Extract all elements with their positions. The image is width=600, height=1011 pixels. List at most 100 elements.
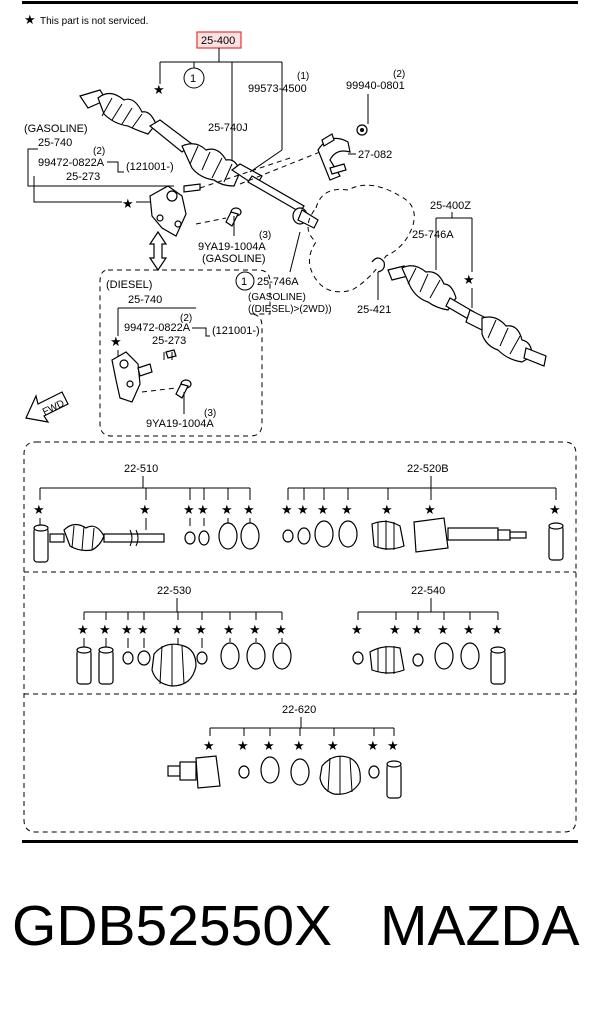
circle-1-number: 1 (190, 73, 196, 85)
center-joint-note2: ((DIESEL)>(2WD)) (248, 304, 332, 315)
gasoline-serial: (121001-) (126, 161, 174, 173)
dash-leader (141, 387, 177, 393)
double-arrow-icon (148, 230, 168, 272)
star-icon: ★ (411, 623, 423, 638)
gasoline-bracket-line (27, 148, 38, 187)
star-icon: ★ (171, 623, 183, 638)
bottom-border (22, 840, 578, 843)
circle-1-icon (235, 271, 255, 291)
top-border (22, 1, 578, 4)
diesel-washer-icon (175, 379, 192, 399)
star-icon: ★ (223, 623, 235, 638)
diesel-bearing-leader (163, 352, 173, 360)
kit-22-620-parts-icon (167, 755, 402, 799)
legend-star-icon: ★ (24, 13, 36, 28)
legend-text: This part is not serviced. (40, 16, 148, 27)
star-icon: ★ (195, 623, 207, 638)
dash-leader (199, 157, 291, 189)
diesel-serial: (121001-) (212, 325, 260, 337)
bracket-icon (317, 133, 351, 181)
circle-1-icon (183, 67, 205, 89)
diesel-bolt-label[interactable]: 99472-0822A (124, 322, 191, 334)
gasoline-bolt-label[interactable]: 99472-0822A (38, 157, 105, 169)
center-joint-label[interactable]: 25-746A (257, 276, 299, 288)
star-icon: ★ (139, 503, 151, 518)
diesel-shaft-label[interactable]: 25-740 (128, 294, 162, 306)
gasoline-group-title: (GASOLINE) (24, 123, 88, 135)
kit-22-520b-parts-icon (282, 517, 564, 561)
bracket-label[interactable]: 27-082 (358, 149, 392, 161)
joint-left-label[interactable]: 25-740J (208, 122, 248, 134)
star-icon: ★ (77, 623, 89, 638)
star-icon: ★ (121, 623, 133, 638)
star-icon: ★ (33, 503, 45, 518)
star-icon: ★ (367, 739, 379, 754)
star-icon: ★ (387, 739, 399, 754)
star-icon: ★ (153, 83, 165, 98)
kit-22-530-leaders (83, 598, 283, 620)
kit-22-510-stars: ★ ★ ★ ★ ★ ★ (33, 503, 255, 518)
kit-22-540-stars: ★ ★ ★ ★ ★ ★ (351, 623, 503, 638)
part-number: GDB52550X (12, 894, 333, 958)
star-icon: ★ (463, 273, 475, 288)
star-icon: ★ (437, 623, 449, 638)
gasoline-bearing-label[interactable]: 25-273 (66, 171, 100, 183)
clip-label[interactable]: 25-421 (357, 304, 391, 316)
fwd-arrow-icon: FWD (25, 391, 69, 423)
transmission-housing-icon (307, 184, 415, 293)
gasoline-bolt-leader (107, 161, 124, 173)
kit-22-520b-stars: ★ ★ ★ ★ ★ ★ ★ (281, 503, 561, 518)
star-icon: ★ (243, 503, 255, 518)
kit-22-540-leaders (357, 598, 499, 620)
right-assembly-label[interactable]: 25-400Z (430, 200, 471, 212)
bolt-kit-label[interactable]: 99573-4500 (248, 83, 307, 95)
clip-icon (371, 257, 385, 273)
kit-22-530-leaders2 (83, 638, 283, 648)
gasoline-washer-icon (225, 207, 242, 227)
star-icon: ★ (281, 503, 293, 518)
gasoline-washer-label[interactable]: 9YA19-1004A (198, 241, 266, 253)
star-icon: ★ (549, 503, 561, 518)
gasoline-shaft-label[interactable]: 25-740 (38, 137, 72, 149)
nut-label[interactable]: 99940-0801 (346, 80, 405, 92)
star-icon: ★ (293, 739, 305, 754)
star-icon: ★ (99, 623, 111, 638)
dash-leader (195, 217, 227, 225)
star-icon: ★ (424, 503, 436, 518)
main-assembly-label[interactable]: 25-400 (201, 35, 235, 47)
star-icon: ★ (351, 623, 363, 638)
left-drive-shaft-icon (79, 89, 319, 229)
star-icon: ★ (110, 335, 122, 350)
kit-22-520b-label[interactable]: 22-520B (407, 463, 449, 475)
kit-22-530-label[interactable]: 22-530 (157, 585, 191, 597)
brand-name: MAZDA (380, 894, 580, 958)
gasoline-bearing-leader (33, 176, 174, 203)
diesel-washer-qty: (3) (204, 408, 216, 419)
kit-22-620-label[interactable]: 22-620 (282, 704, 316, 716)
diesel-washer-label[interactable]: 9YA19-1004A (146, 418, 214, 430)
diesel-group-title: (DIESEL) (106, 279, 152, 291)
kit-22-510-label[interactable]: 22-510 (124, 463, 158, 475)
bolt-kit-leader (249, 149, 283, 173)
star-icon: ★ (122, 197, 134, 212)
gasoline-washer-qty: (3) (259, 230, 271, 241)
diesel-bearing-label[interactable]: 25-273 (152, 335, 186, 347)
diesel-bolt-qty: (2) (180, 313, 192, 324)
kit-22-510-parts-icon (33, 522, 260, 563)
kit-22-510-leaders (39, 476, 251, 500)
gasoline-washer-note: (GASOLINE) (202, 253, 266, 265)
kit-22-540-label[interactable]: 22-540 (411, 585, 445, 597)
center-joint-note1: (GASOLINE) (248, 292, 306, 303)
diesel-bearing-icon (111, 349, 177, 403)
kit-22-530-parts-icon (76, 642, 292, 687)
gasoline-bearing-icon (149, 183, 201, 237)
right-joint-label[interactable]: 25-746A (412, 229, 454, 241)
main-assembly-leaders (159, 48, 283, 165)
kit-panel (23, 441, 577, 833)
nut-hole-icon (360, 128, 364, 132)
right-assembly-leaders (435, 212, 473, 272)
star-icon: ★ (317, 503, 329, 518)
diesel-shaft-leader (117, 307, 196, 336)
gasoline-bolt-qty: (2) (93, 146, 105, 157)
star-icon: ★ (197, 503, 209, 518)
